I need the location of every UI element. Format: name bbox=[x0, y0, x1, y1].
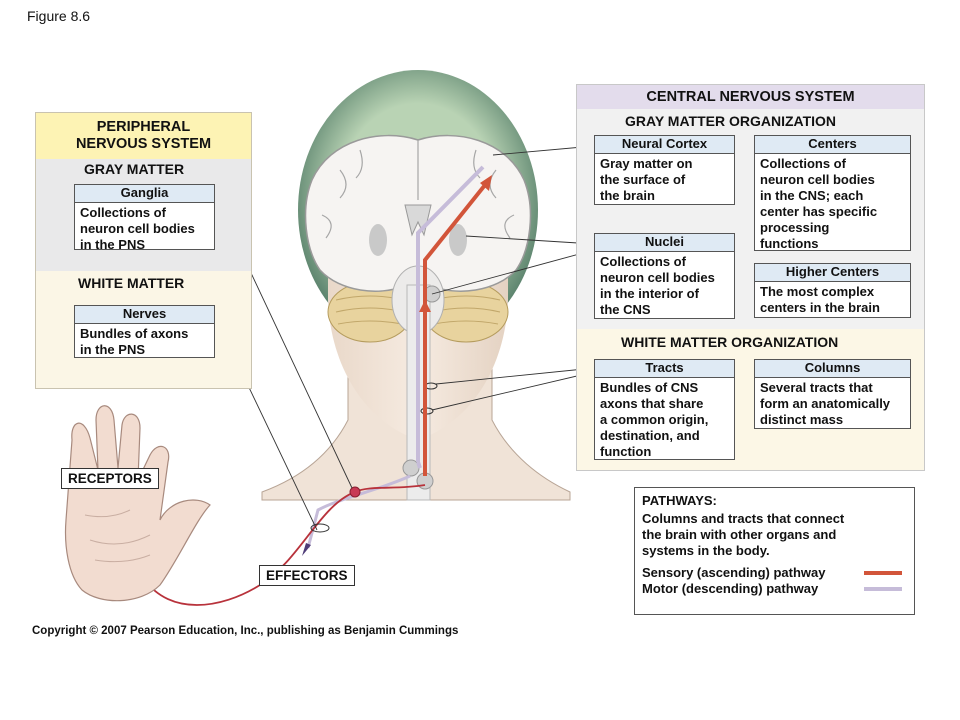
nerves-box: Nerves Bundles of axons in the PNS bbox=[74, 305, 215, 358]
gray-matter-organization-heading: GRAY MATTER ORGANIZATION bbox=[625, 113, 837, 129]
sensory-legend-label: Sensory (ascending) pathway bbox=[642, 565, 826, 580]
centers-line: functions bbox=[760, 236, 819, 251]
sensory-legend-item: Sensory (ascending) pathway bbox=[642, 565, 907, 581]
pathways-description-line: systems in the body. bbox=[642, 543, 770, 558]
sensory-swatch bbox=[864, 571, 902, 575]
tracts-line: function bbox=[600, 444, 652, 459]
ganglia-line: in the PNS bbox=[80, 237, 146, 252]
pns-title-line1: PERIPHERAL bbox=[96, 119, 191, 135]
pns-title: PERIPHERAL NERVOUS SYSTEM bbox=[36, 113, 251, 159]
nuclei-line: the CNS bbox=[600, 302, 651, 317]
ganglia-line: neuron cell bodies bbox=[80, 221, 195, 236]
receptors-label: RECEPTORS bbox=[61, 468, 159, 489]
nerves-title: Nerves bbox=[75, 306, 214, 324]
tracts-line: a common origin, bbox=[600, 412, 709, 427]
motor-legend-label: Motor (descending) pathway bbox=[642, 581, 819, 596]
nerves-line: Bundles of axons bbox=[80, 326, 189, 341]
centers-line: in the CNS; each bbox=[760, 188, 864, 203]
nerves-line: in the PNS bbox=[80, 342, 146, 357]
pns-title-line2: NERVOUS SYSTEM bbox=[75, 136, 212, 152]
ganglia-line: Collections of bbox=[80, 205, 166, 220]
copyright-text: Copyright © 2007 Pearson Education, Inc.… bbox=[32, 625, 459, 637]
tracts-line: Bundles of CNS bbox=[600, 380, 699, 395]
centers-box: Centers Collections of neuron cell bodie… bbox=[754, 135, 911, 251]
pns-panel: PERIPHERAL NERVOUS SYSTEM GRAY MATTER Ga… bbox=[35, 112, 252, 389]
columns-line: form an anatomically bbox=[760, 396, 891, 411]
cns-title: CENTRAL NERVOUS SYSTEM bbox=[577, 85, 924, 109]
centers-line: processing bbox=[760, 220, 830, 235]
higher-centers-box: Higher Centers The most complex centers … bbox=[754, 263, 911, 318]
motor-swatch bbox=[864, 587, 902, 591]
pns-white-matter-heading: WHITE MATTER bbox=[78, 275, 185, 291]
cns-panel: CENTRAL NERVOUS SYSTEM GRAY MATTER ORGAN… bbox=[576, 84, 925, 471]
columns-line: Several tracts that bbox=[760, 380, 873, 395]
effectors-label: EFFECTORS bbox=[259, 565, 355, 586]
motor-pathway bbox=[416, 165, 485, 462]
tracts-box: Tracts Bundles of CNS axons that share a… bbox=[594, 359, 735, 460]
nuclei-line: Collections of bbox=[600, 254, 686, 269]
tracts-line: axons that share bbox=[600, 396, 704, 411]
tracts-line: destination, and bbox=[600, 428, 700, 443]
figure-label: Figure 8.6 bbox=[27, 8, 91, 24]
ganglia-title: Ganglia bbox=[75, 185, 214, 203]
centers-line: Collections of bbox=[760, 156, 846, 171]
columns-title: Columns bbox=[755, 360, 910, 378]
pathways-description-line: the brain with other organs and bbox=[642, 527, 837, 542]
neural-cortex-box: Neural Cortex Gray matter on the surface… bbox=[594, 135, 735, 205]
pns-gray-matter-heading: GRAY MATTER bbox=[84, 161, 185, 177]
basal-nucleus-right bbox=[449, 224, 467, 256]
centers-line: neuron cell bodies bbox=[760, 172, 875, 187]
ganglia-box: Ganglia Collections of neuron cell bodie… bbox=[74, 184, 215, 252]
centers-title: Centers bbox=[755, 136, 910, 154]
higher-centers-title: Higher Centers bbox=[755, 264, 910, 282]
columns-line: distinct mass bbox=[760, 412, 844, 427]
nuclei-line: neuron cell bodies bbox=[600, 270, 715, 285]
nuclei-box: Nuclei Collections of neuron cell bodies… bbox=[594, 233, 735, 319]
higher-centers-line: The most complex bbox=[760, 284, 875, 299]
pathways-legend: PATHWAYS: Columns and tracts that connec… bbox=[634, 487, 915, 615]
pathways-title: PATHWAYS: bbox=[642, 493, 717, 508]
neural-cortex-line: the brain bbox=[600, 188, 655, 203]
tracts-title: Tracts bbox=[595, 360, 734, 378]
neural-cortex-title: Neural Cortex bbox=[595, 136, 734, 154]
nuclei-line: in the interior of bbox=[600, 286, 699, 301]
white-matter-organization-heading: WHITE MATTER ORGANIZATION bbox=[621, 334, 839, 350]
motor-legend-item: Motor (descending) pathway bbox=[642, 581, 907, 597]
neural-cortex-line: the surface of bbox=[600, 172, 686, 187]
pathways-description-line: Columns and tracts that connect bbox=[642, 511, 845, 526]
columns-box: Columns Several tracts that form an anat… bbox=[754, 359, 911, 429]
hand bbox=[64, 405, 211, 602]
neural-cortex-line: Gray matter on bbox=[600, 156, 693, 171]
higher-centers-line: centers in the brain bbox=[760, 300, 880, 315]
basal-nucleus-left bbox=[369, 224, 387, 256]
nuclei-title: Nuclei bbox=[595, 234, 734, 252]
centers-line: center has specific bbox=[760, 204, 878, 219]
